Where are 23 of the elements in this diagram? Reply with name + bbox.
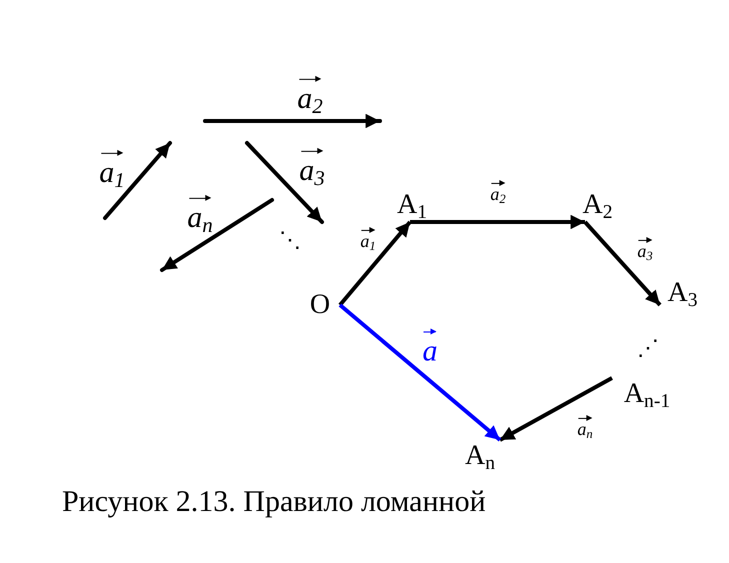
vector-arrow: [338, 303, 502, 442]
point-label: A$_{n}$: [460, 440, 500, 476]
vector-arrow: [584, 220, 662, 306]
vector-arrow: [499, 376, 613, 442]
vector-label: a$_{3}$: [299, 146, 325, 190]
figure-caption: Рисунок 2.13. Правило ломанной: [62, 485, 486, 519]
vector-label: a$_{2}$: [297, 74, 323, 118]
vector-label: a$_{n}$: [187, 194, 213, 236]
vector-arrow: [338, 220, 412, 306]
point-label: A$_{1}$: [392, 192, 432, 222]
ellipsis: ⋱: [279, 229, 301, 251]
ellipsis: ⋰: [637, 337, 659, 359]
point-label: O: [300, 290, 340, 320]
vector-label: a$_{1}$: [360, 226, 376, 254]
vector-label: a$_{n}$: [577, 414, 593, 442]
vector-arrow: [410, 214, 585, 230]
vector-label: a$_{2}$: [490, 180, 506, 206]
vector-label: a$_{3}$: [637, 236, 653, 264]
point-label: A$_{3}$: [660, 280, 705, 310]
vector-label: a$_{1}$: [99, 148, 125, 192]
point-label: A$_{n-1}$: [612, 378, 682, 414]
point-label: A$_{2}$: [575, 192, 620, 222]
vector-label: a: [422, 328, 438, 366]
